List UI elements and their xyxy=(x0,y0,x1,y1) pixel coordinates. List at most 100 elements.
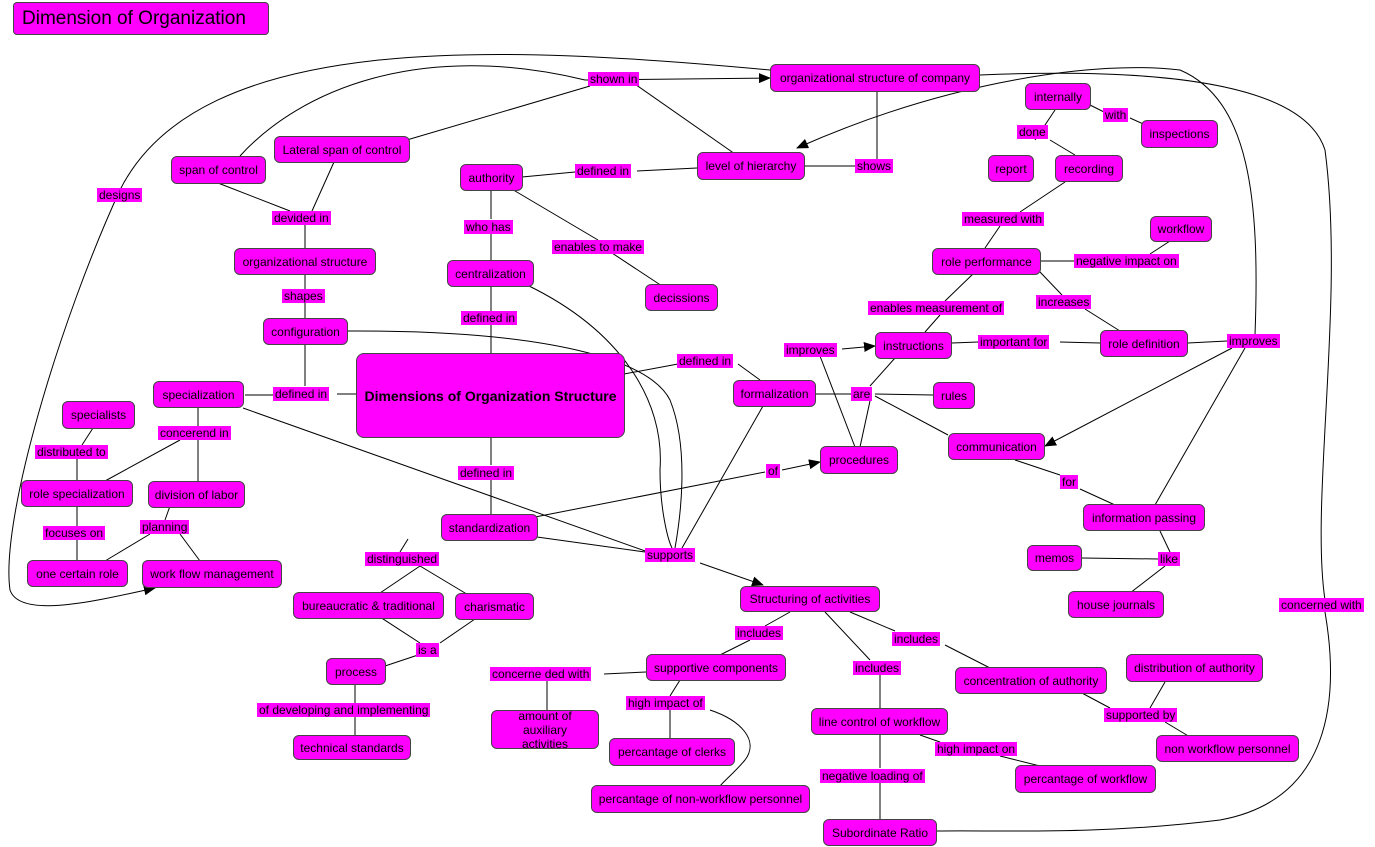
link-line xyxy=(536,536,646,553)
link-line xyxy=(919,734,941,743)
link-line xyxy=(681,405,764,549)
concept-role-performance[interactable]: role performance xyxy=(932,248,1041,275)
concept-dimensions-of-organization-structure[interactable]: Dimensions of Organization Structure xyxy=(356,353,625,438)
link-line xyxy=(529,471,766,519)
concept-amount-of-auxiliary-activities[interactable]: amount of auxiliary activities xyxy=(491,709,599,751)
link-line xyxy=(384,654,419,667)
link-label-distinguished: distinguished xyxy=(365,552,440,566)
concept-configuration[interactable]: configuration xyxy=(263,318,348,345)
link-line xyxy=(849,611,896,632)
link-line xyxy=(611,252,663,287)
concept-supportive-components[interactable]: supportive components xyxy=(646,654,786,681)
link-line xyxy=(631,81,736,155)
link-line xyxy=(1154,347,1246,506)
concept-organizational-structure[interactable]: organizational structure xyxy=(234,248,376,275)
concept-specialization[interactable]: specialization xyxy=(153,381,244,408)
link-line xyxy=(1081,557,1159,560)
concept-standardization[interactable]: standardization xyxy=(441,514,538,541)
link-label-high-impact-on: high impact on xyxy=(935,742,1018,756)
link-label-for: for xyxy=(1060,475,1079,489)
link-label-is-a: is a xyxy=(416,643,439,657)
link-line xyxy=(623,363,679,375)
concept-role-definition[interactable]: role definition xyxy=(1100,330,1188,357)
concept-level-of-hierarchy[interactable]: level of hierarchy xyxy=(697,152,805,180)
link-line xyxy=(984,225,1001,249)
concept-communication[interactable]: communication xyxy=(948,433,1045,460)
concept-information-passing[interactable]: information passing xyxy=(1083,504,1205,531)
concept-process[interactable]: process xyxy=(326,658,386,685)
link-line xyxy=(379,616,421,644)
link-line xyxy=(869,357,896,387)
concept-specialists[interactable]: specialists xyxy=(62,401,135,429)
concept-percentage-of-non-workflow-personnel[interactable]: percantage of non-workflow personnel xyxy=(591,785,810,813)
link-label-devided-in: devided in xyxy=(272,211,331,225)
concept-line-control-of-workflow[interactable]: line control of workflow xyxy=(811,708,948,735)
concept-org-structure-company[interactable]: organizational structure of company xyxy=(770,64,980,92)
link-label-concerned-with: concerned with xyxy=(1279,598,1364,612)
link-line xyxy=(1089,104,1105,113)
concept-house-journals[interactable]: house journals xyxy=(1068,591,1164,618)
link-line xyxy=(346,330,683,549)
concept-one-certain-role[interactable]: one certain role xyxy=(27,560,128,587)
link-line xyxy=(439,618,476,644)
concept-formalization[interactable]: formalization xyxy=(733,380,816,407)
concept-bureaucratic-traditional[interactable]: bureaucratic & traditional xyxy=(293,592,444,619)
concept-division-of-labor[interactable]: division of labor xyxy=(148,481,245,508)
concept-inspections[interactable]: inspections xyxy=(1141,120,1218,148)
concept-lateral-span-of-control[interactable]: Lateral span of control xyxy=(274,136,410,163)
link-label-includes: includes xyxy=(853,661,902,675)
link-line xyxy=(1149,240,1171,255)
link-line xyxy=(164,505,171,521)
concept-centralization[interactable]: centralization xyxy=(447,260,534,287)
link-line xyxy=(311,161,335,212)
concept-percentage-of-clerks[interactable]: percantage of clerks xyxy=(609,738,735,766)
concept-recording[interactable]: recording xyxy=(1055,155,1123,182)
link-line xyxy=(699,562,764,587)
concept-percentage-of-workflow[interactable]: percantage of workflow xyxy=(1015,765,1156,793)
link-line xyxy=(1019,181,1066,213)
concept-report[interactable]: report xyxy=(988,155,1034,182)
link-label-like: like xyxy=(1158,552,1181,566)
link-line xyxy=(1187,340,1228,344)
link-line xyxy=(399,85,591,143)
concept-span-of-control[interactable]: span of control xyxy=(171,156,266,184)
concept-subordinate-ratio[interactable]: Subordinate Ratio xyxy=(823,819,937,846)
concept-rules[interactable]: rules xyxy=(933,382,975,409)
link-line xyxy=(1014,459,1061,476)
link-line xyxy=(603,671,647,675)
link-label-concerend-in: concerend in xyxy=(158,426,231,440)
link-line xyxy=(1079,691,1111,709)
concept-work-flow-management[interactable]: work flow management xyxy=(142,560,282,588)
link-line xyxy=(526,284,673,549)
link-label-defined-in: defined in xyxy=(458,466,515,480)
concept-charismatic[interactable]: charismatic xyxy=(455,593,534,620)
link-line xyxy=(104,439,181,482)
link-label-includes: includes xyxy=(735,626,784,640)
link-label-supports: supports xyxy=(645,548,696,562)
concept-concentration-of-authority[interactable]: concentration of authority xyxy=(955,667,1107,694)
link-label-concerne-ded-with: concerne ded with xyxy=(490,667,592,681)
link-label-important-for: important for xyxy=(978,335,1050,349)
concept-distribution-of-authority[interactable]: distribution of authority xyxy=(1126,654,1263,682)
link-line xyxy=(979,72,1332,601)
link-label-of-developing-and-implementing: of developing and implementing xyxy=(257,703,431,717)
link-label-shows: shows xyxy=(855,159,894,173)
link-line xyxy=(859,400,871,448)
concept-technical-standards[interactable]: technical standards xyxy=(293,735,411,760)
concept-memos[interactable]: memos xyxy=(1027,545,1082,571)
link-line xyxy=(179,533,201,562)
link-line xyxy=(1129,565,1166,594)
link-label-done: done xyxy=(1017,125,1048,139)
link-label-enables-to-make: enables to make xyxy=(552,240,645,254)
concept-instructions[interactable]: instructions xyxy=(875,332,952,359)
concept-decissions[interactable]: decissions xyxy=(645,284,718,311)
concept-procedures[interactable]: procedures xyxy=(820,446,898,474)
concept-role-specialization[interactable]: role specialization xyxy=(21,480,133,507)
concept-structuring-of-activities[interactable]: Structuring of activities xyxy=(740,586,880,612)
link-label-are: are xyxy=(851,387,873,401)
concept-authority[interactable]: authority xyxy=(460,164,523,191)
concept-workflow[interactable]: workflow xyxy=(1150,216,1212,242)
concept-non-workflow-personnel[interactable]: non workflow personnel xyxy=(1156,735,1299,762)
link-line xyxy=(999,755,1041,767)
concept-internally[interactable]: internally xyxy=(1025,83,1091,110)
